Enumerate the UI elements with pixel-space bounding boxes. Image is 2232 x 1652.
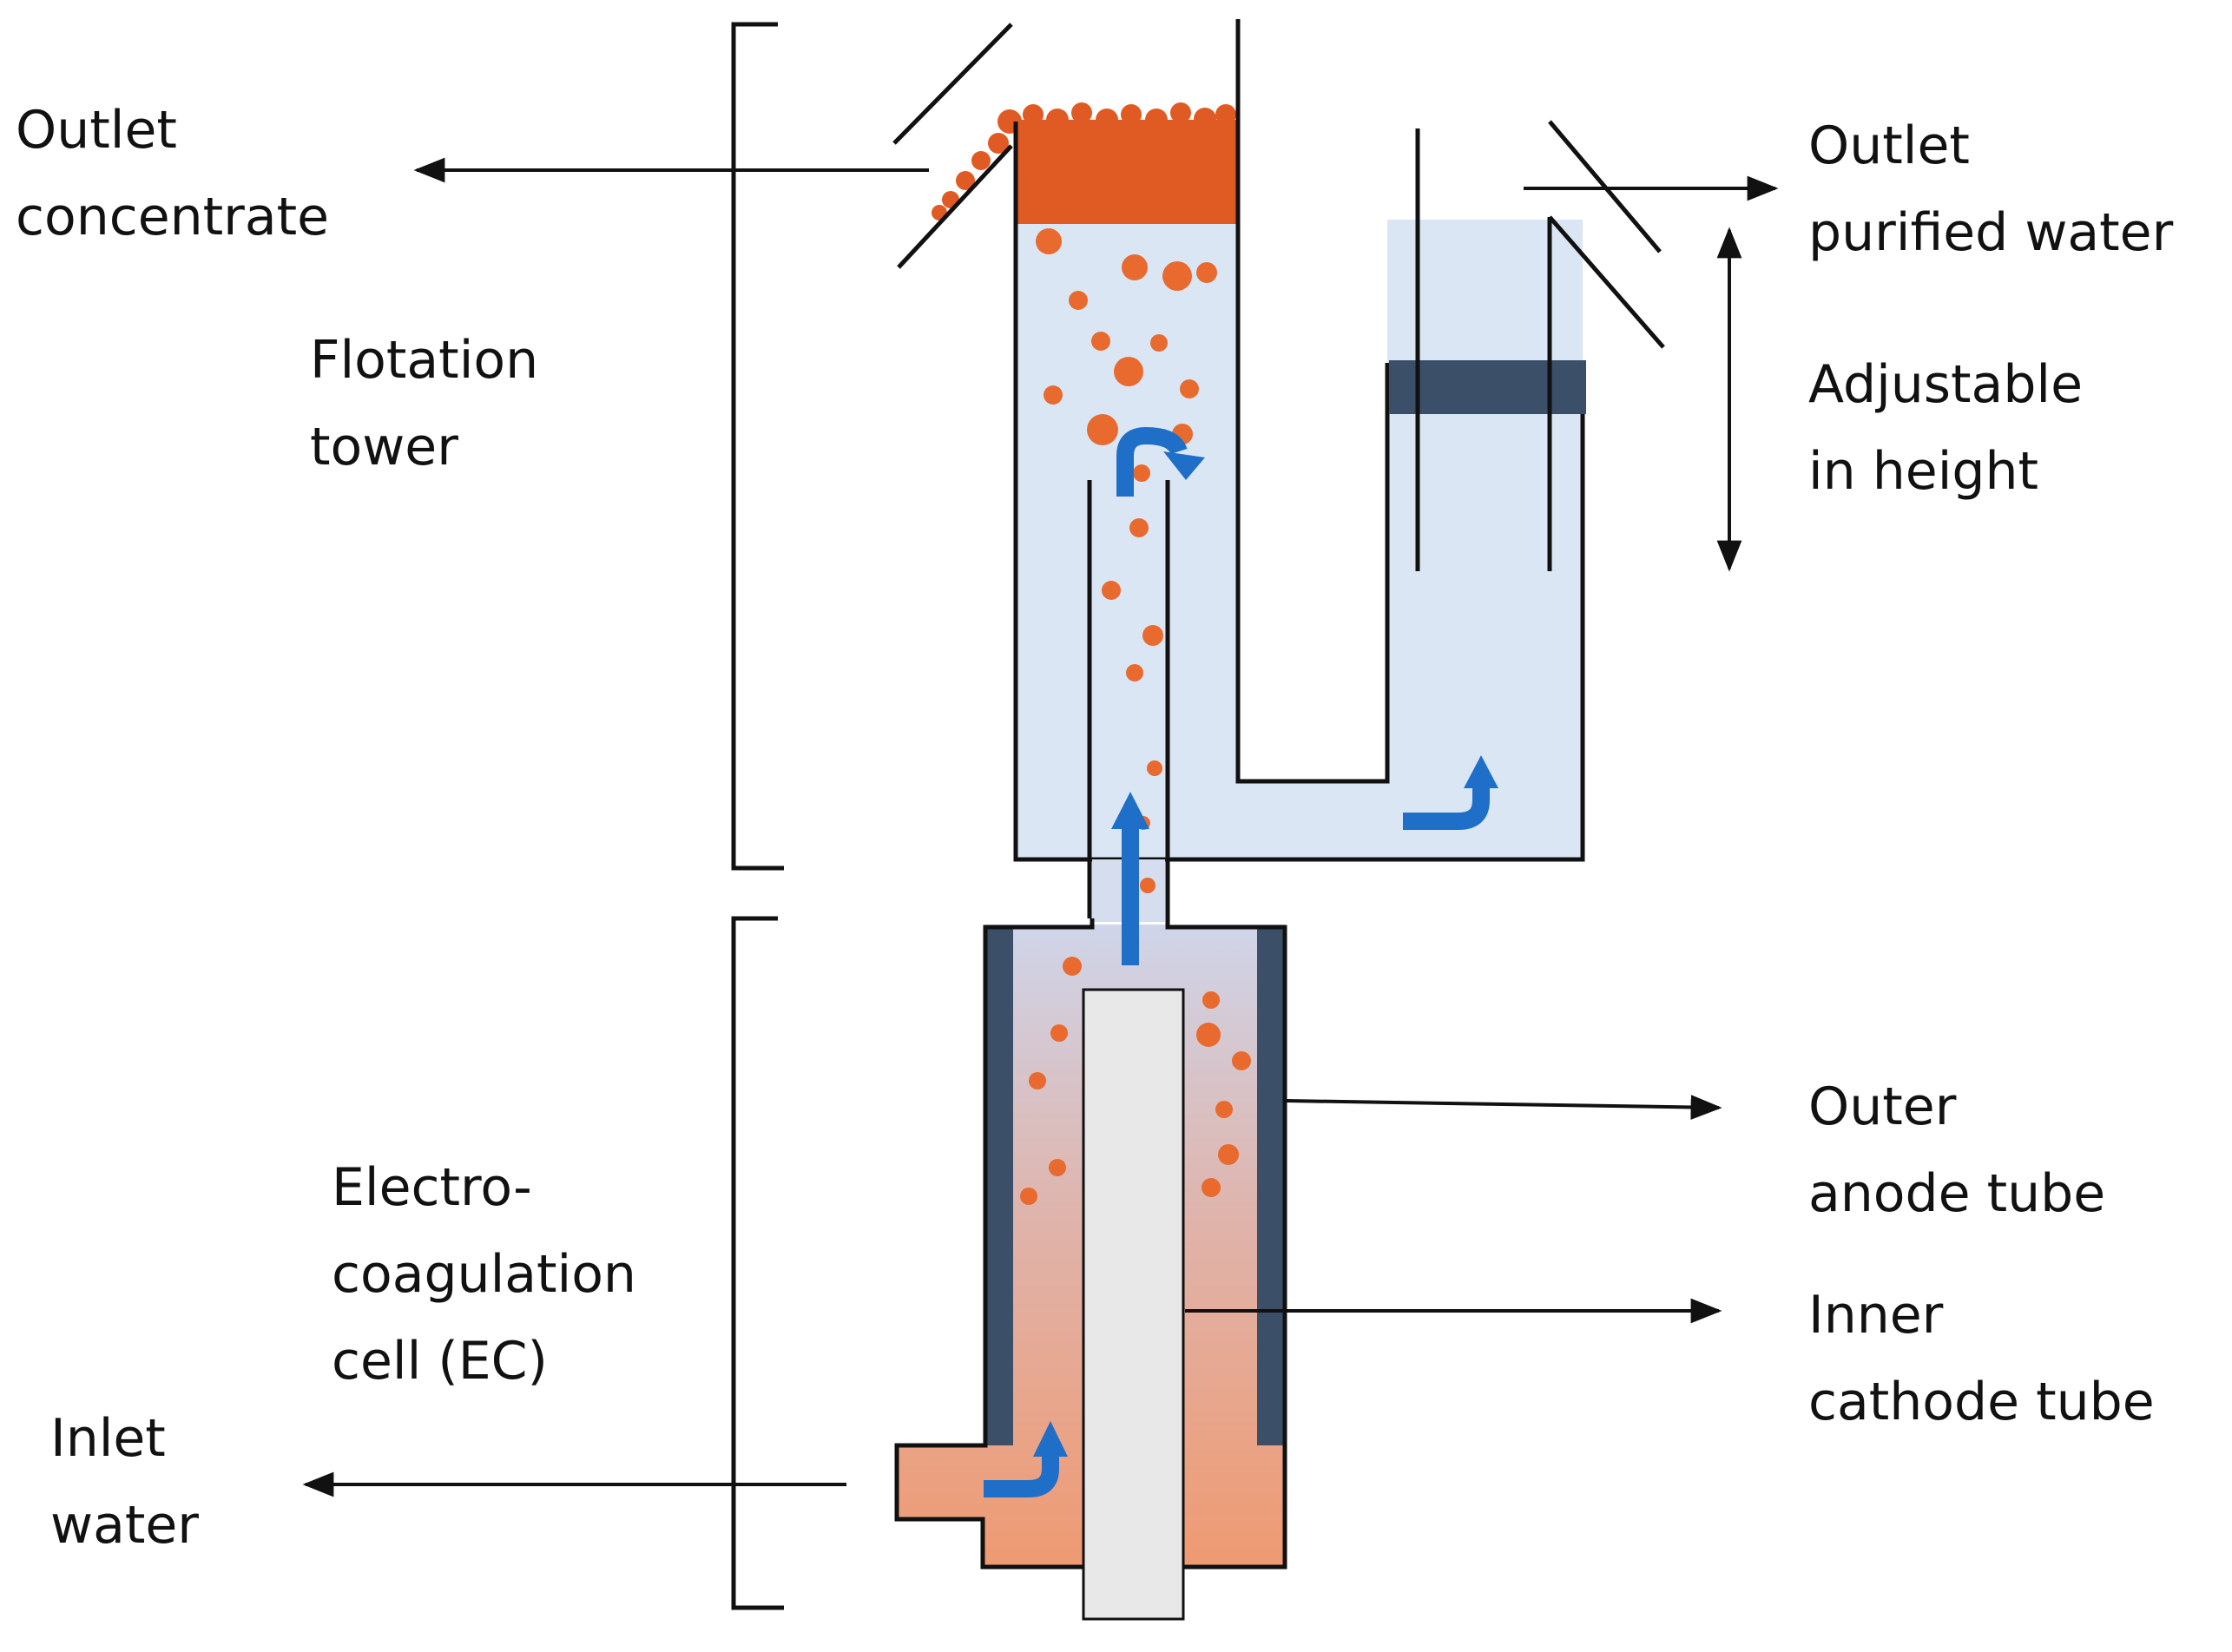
flotation-tower-bracket <box>731 22 784 871</box>
electrocoagulation-cell <box>894 918 1287 1621</box>
outlet-concentrate-label: Outlet concentrate <box>16 100 330 247</box>
brackets <box>731 22 784 1610</box>
inlet-water-label: Inlet water <box>50 1408 199 1556</box>
adjustable-height-label: Adjustable in height <box>1808 354 2083 502</box>
ec-walls <box>894 918 1287 1570</box>
weir-bar <box>1389 360 1586 414</box>
inner-cathode-tube-label: Inner cathode tube <box>1808 1285 2155 1432</box>
outer-anode-right <box>1257 927 1285 1445</box>
flow-arrow-tower-outlet <box>1403 755 1498 830</box>
ec-cell-bracket <box>731 916 784 1610</box>
outer-anode-tube-label: Outer anode tube <box>1808 1076 2106 1224</box>
inner-cathode-tube <box>1082 988 1185 1621</box>
outlet-purified-water-label: Outlet purified water <box>1808 115 2174 263</box>
tower-walls <box>892 19 1585 862</box>
callout-arrows <box>302 157 1779 1497</box>
outer-anode-tube-arrow <box>1286 1095 1722 1120</box>
flow-arrows <box>984 426 1498 1497</box>
flow-arrow-ec-inlet <box>984 1421 1068 1497</box>
electrocoagulation-cell-label: Electro- coagulation cell (EC) <box>332 1157 636 1392</box>
ec-particles <box>1020 957 1251 1205</box>
foam-bubbles <box>932 102 1236 220</box>
tower-particles <box>1036 228 1217 893</box>
adjustable-weir <box>1389 120 1665 571</box>
flotation-tower-label: Flotation tower <box>310 330 539 477</box>
tower-water <box>1016 204 1583 859</box>
flow-arrow-riser-up <box>1111 792 1149 965</box>
flow-arrow-riser-overflow <box>1116 426 1205 497</box>
riser-tube <box>1087 480 1170 918</box>
concentrate-foam-layer <box>1017 120 1238 224</box>
outer-anode-left <box>985 927 1013 1445</box>
flotation-tower <box>892 19 1665 922</box>
